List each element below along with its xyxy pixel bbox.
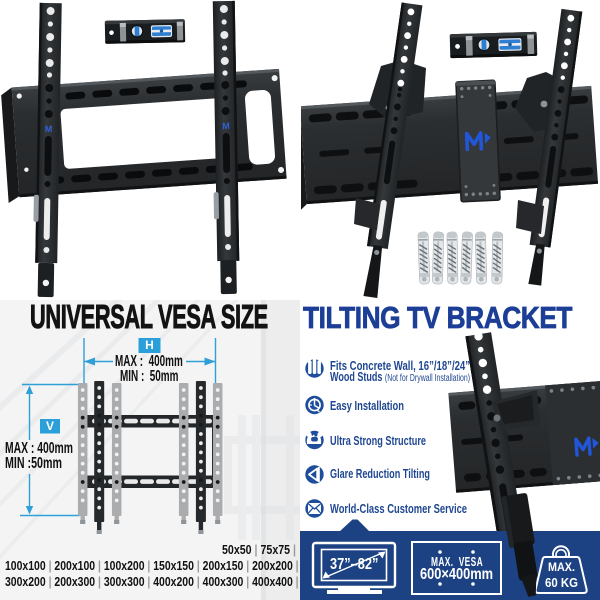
svg-text:M: M [222, 121, 230, 131]
svg-text:M: M [45, 124, 53, 134]
